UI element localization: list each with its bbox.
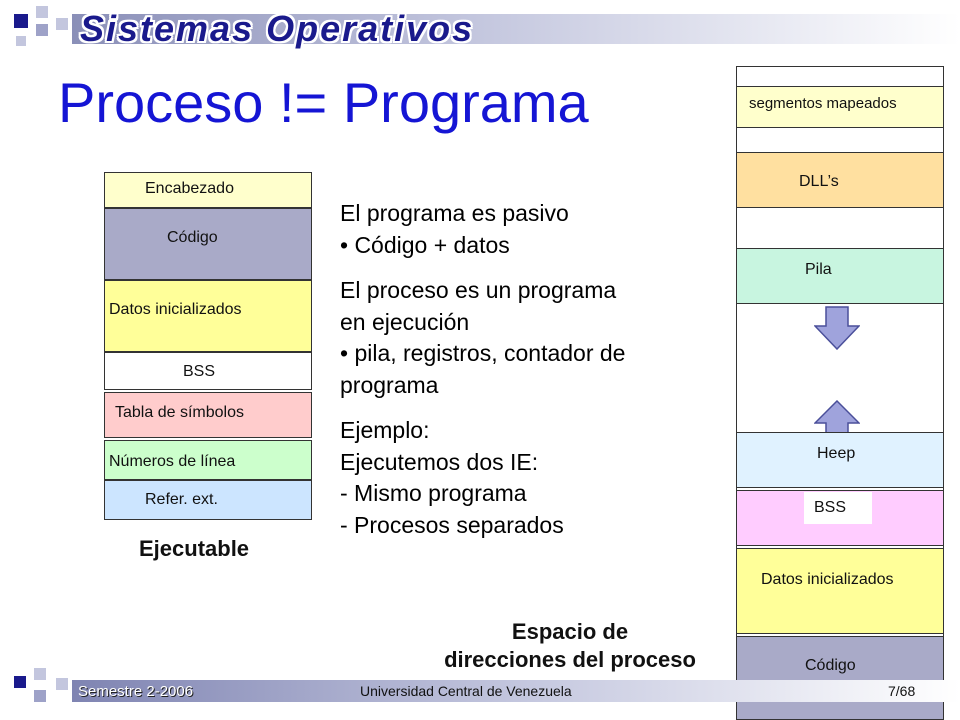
exec-datos: Datos inicializados [104,280,312,352]
exec-codigo: Código [104,208,312,280]
body-line: • Código + datos [340,231,510,258]
addr-bss-label-box: BSS [804,492,872,524]
exec-datos-label: Datos inicializados [109,301,242,318]
body-line: El programa es pasivo [340,200,569,226]
body-line: El proceso es un programa [340,277,617,303]
footer-page-number: 7/68 [888,683,916,699]
body-line: Ejemplo: [340,417,430,443]
body-line: programa [340,371,439,398]
decor-square [34,690,46,702]
addr-codigo: Código [736,636,944,720]
exec-numeros-label: Números de línea [109,453,236,470]
addr-codigo-label: Código [805,657,856,674]
header-bar [72,14,960,44]
spacer [340,261,625,275]
addr-caption-line: Espacio de [511,619,629,644]
body-line: - Procesos separados [340,511,564,538]
exec-codigo-label: Código [167,229,218,246]
addr-space-caption: Espacio de direcciones del proceso [400,618,740,674]
addr-datos-label: Datos inicializados [761,571,894,588]
exec-refer-label: Refer. ext. [145,491,218,508]
footer-semester: Semestre 2-2006 [78,683,194,700]
exec-encabezado: Encabezado [104,172,312,208]
spacer [340,401,625,415]
arrow-down-icon [814,306,860,350]
exec-bss-label: BSS [183,363,216,380]
addr-segmentos: segmentos mapeados [736,86,944,128]
body-line: en ejecución [340,308,470,335]
addr-segmentos-label: segmentos mapeados [749,95,897,112]
addr-dll-label: DLL’s [799,173,839,190]
decor-square [14,14,28,28]
course-title: Sistemas Operativos [80,8,475,49]
exec-tabla: Tabla de símbolos [104,392,312,438]
addr-pila: Pila [736,248,944,304]
addr-heep-label: Heep [817,445,856,462]
addr-datos: Datos inicializados [736,548,944,634]
exec-numeros: Números de línea [104,440,312,480]
exec-caption: Ejecutable [139,536,250,561]
exec-refer: Refer. ext. [104,480,312,520]
body-line: Ejecutemos dos IE: [340,448,539,475]
exec-tabla-label: Tabla de símbolos [115,404,244,421]
body-text: El programa es pasivo • Código + datos E… [340,198,625,541]
decor-square [36,6,48,18]
body-line: • pila, registros, contador de [340,340,626,366]
decor-square [16,36,26,46]
addr-dll: DLL’s [736,152,944,208]
decor-square [56,678,68,690]
slide-title: Proceso != Programa [58,71,589,134]
decor-square [34,668,46,680]
addr-heep: Heep [736,432,944,488]
decor-square [14,676,26,688]
addr-pila-label: Pila [805,261,832,278]
body-line: - Mismo programa [340,480,527,506]
footer-bar [72,680,960,702]
exec-encabezado-label: Encabezado [145,180,234,197]
addr-caption-line: direcciones del proceso [444,647,696,672]
footer-university: Universidad Central de Venezuela [360,683,572,699]
exec-bss: BSS [104,352,312,390]
decor-square [36,24,48,36]
decor-square [56,18,68,30]
addr-bss-label: BSS [814,499,847,516]
